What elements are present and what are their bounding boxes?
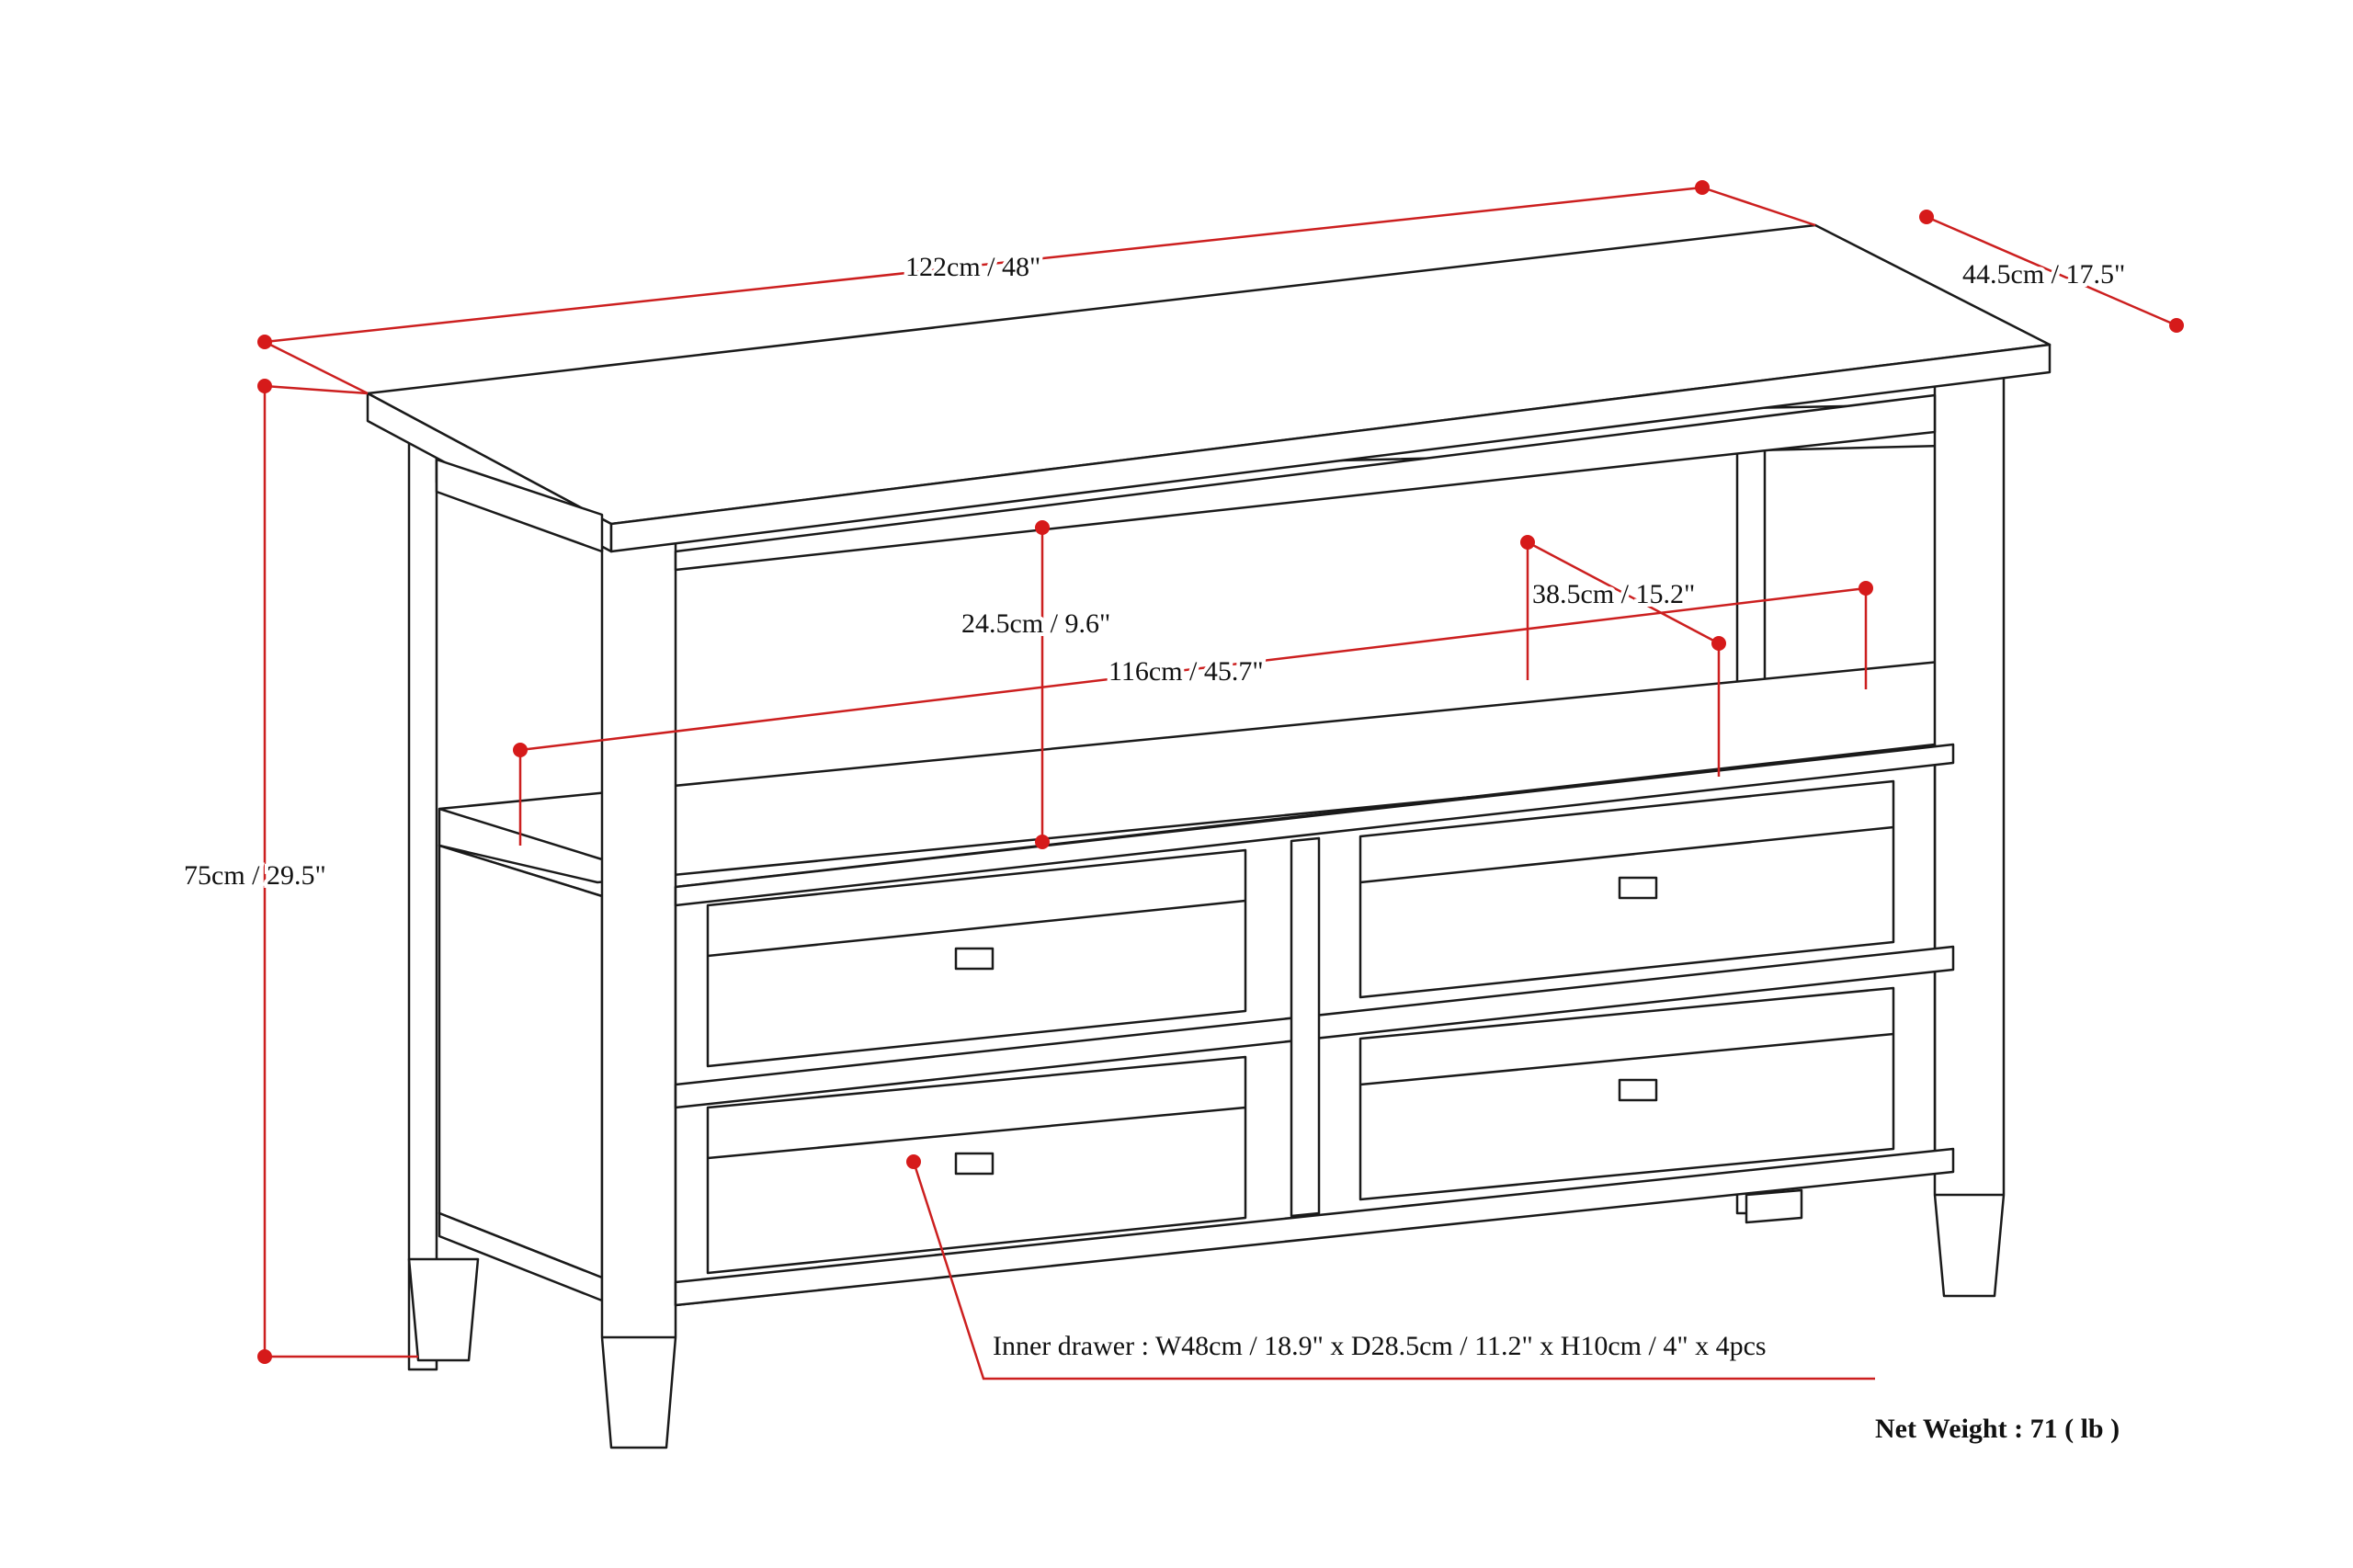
drawer-pull-icon (1618, 876, 1658, 900)
shelf-depth-dimension-line (1527, 540, 1720, 645)
width-label: 122cm / 48" (905, 252, 1040, 282)
dimension-dot (1035, 835, 1050, 849)
shelf-width-label: 116cm / 45.7" (1108, 656, 1264, 687)
dimension-dot (257, 335, 272, 349)
shelf-depth-label: 38.5cm / 15.2" (1532, 579, 1695, 609)
back-left-leg (407, 430, 438, 1371)
console-table-drawing (366, 223, 2052, 1449)
drawer-bottom-rail (674, 1147, 1955, 1307)
shelf-width-dimension-line (519, 586, 1867, 752)
table-top (366, 223, 2052, 526)
inner-drawer-label: Inner drawer : W48cm / 18.9" x D28.5cm /… (993, 1331, 1767, 1361)
dimension-dot (1520, 535, 1535, 550)
dimension-dot (513, 743, 528, 757)
dimension-dot (1859, 581, 1873, 596)
drawer-pull-icon (954, 947, 995, 971)
back-right-foot (1745, 1188, 1803, 1224)
dimension-dot (906, 1154, 921, 1169)
height-label: 75cm / 29.5" (184, 860, 326, 891)
table-top-right-edge (609, 343, 2052, 553)
dimension-lines (257, 180, 2184, 1381)
dimension-dot (257, 1349, 272, 1364)
lower-shelf (438, 660, 1964, 884)
front-apron (674, 393, 1937, 572)
left-side-apron (435, 458, 604, 553)
dimension-dot (2169, 318, 2184, 333)
depth-label: 44.5cm / 17.5" (1962, 259, 2125, 290)
back-left-leg-foot (407, 1257, 480, 1362)
width-dimension-line (264, 186, 1703, 344)
drawer-pull-icon (954, 1152, 995, 1176)
dimension-dot (257, 379, 272, 393)
depth-dimension-line (1926, 215, 2177, 327)
drawer-pull-icon (1618, 1078, 1658, 1102)
drawer-top-rail (674, 743, 1955, 907)
left-side-panel (438, 844, 604, 1279)
net-weight-label: Net Weight : 71 ( lb ) (1875, 1414, 2120, 1444)
inner-drawer-leader-line (912, 1161, 1875, 1381)
dimension-dot (1711, 636, 1726, 651)
shelf-height-label: 24.5cm / 9.6" (961, 608, 1110, 639)
dimension-dot (1919, 210, 1934, 224)
drawer-center-divider (1290, 836, 1321, 1218)
dimension-labels: 122cm / 48" 44.5cm / 17.5" 75cm / 29.5" … (180, 248, 2129, 1448)
dimension-dot (1035, 520, 1050, 535)
front-left-leg (600, 513, 677, 1449)
